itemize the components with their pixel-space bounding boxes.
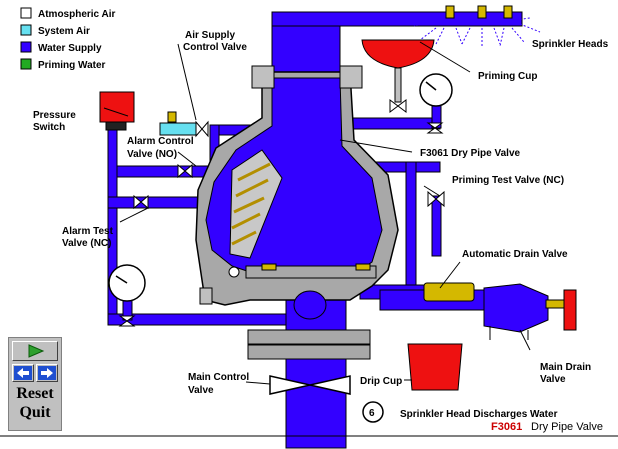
clapper-mechanism [228,149,283,278]
air-check-valve [167,111,177,123]
label-alarm-control-line1: Alarm Control [127,136,194,147]
label-f3061-valve: F3061 Dry Pipe Valve [420,148,521,159]
label-alarm-test-line2: Valve (NC) [62,238,111,249]
auto-drain-valve [423,282,475,302]
play-icon [28,344,45,358]
label-main-control-line1: Main Control [188,372,249,383]
label-priming-test: Priming Test Valve (NC) [452,175,564,186]
reset-button[interactable]: Reset [16,385,54,402]
clapper-stripe-3 [233,196,265,214]
top-main [271,11,523,27]
legend-swatch-water-supply [20,41,32,53]
labels: Air Supply Control Valve Sprinkler Heads… [33,30,609,396]
bottom-flange [247,329,371,345]
sprinkler-head-3 [503,5,513,19]
label-pressure-switch-line2: Switch [33,122,65,133]
label-alarm-control-line2: Valve (NO) [127,149,177,160]
main-drain-valve [483,283,577,340]
pressure-switch-base [105,121,127,131]
drain-cap-left [199,287,213,305]
sprinkler-head-1 [445,5,455,19]
alarm-test-valve [133,194,149,210]
seat-gold-left [261,263,277,271]
label-priming-cup: Priming Cup [478,71,537,82]
step-circle [362,401,384,423]
system-air-segment [159,122,197,136]
label-drip-cup: Drip Cup [360,376,402,387]
main-drain-body [483,283,549,333]
forward-button[interactable] [36,364,58,382]
label-alarm-test-line1: Alarm Test [62,226,114,237]
legend-label-system-air: System Air [38,26,90,37]
sprinkler-spray [413,17,541,47]
clapper-stripe-2 [235,178,269,198]
clapper-seat [245,265,377,279]
main-drain-handwheel [563,289,577,331]
drip-cup [407,343,463,391]
priming-test-drop [431,195,442,257]
priming-line [339,117,441,130]
legend-swatch-atmospheric-air [20,7,32,19]
footer-title: Dry Pipe Valve [531,421,603,433]
legend-label-priming-water: Priming Water [38,60,106,71]
gauge-top-needle [425,81,437,91]
clapper-stripe-4 [231,212,261,230]
top-flange-right [339,65,363,89]
air-supply-valve [195,120,209,138]
label-air-supply-line1: Air Supply [185,30,235,41]
legend-swatch-priming-water [20,58,32,70]
back-button[interactable] [12,364,34,382]
navigation-panel: Reset Quit [8,337,62,431]
label-main-drain-line2: Valve [540,374,566,385]
play-button[interactable] [12,341,58,361]
top-flange-left [251,65,275,89]
label-air-supply-line2: Control Valve [183,42,247,53]
seat-gold-right [355,263,371,271]
alarm-control-valve [177,163,193,179]
quit-button[interactable]: Quit [19,404,51,421]
right-vertical-line [405,161,417,293]
clapper-stripe-5 [231,230,257,246]
sprinkler-heads [413,5,541,47]
main-drain-stem [545,299,565,309]
main-control-valve [269,375,351,395]
priming-cup-stem [394,67,402,103]
label-sprinkler-heads: Sprinkler Heads [532,39,609,50]
gauge-left [108,264,146,302]
legend: Atmospheric Air System Air Water Supply … [20,7,116,71]
step-number: 6 [369,408,375,419]
priming-cup-line-valve [426,122,444,134]
priming-cup-valve [389,99,407,113]
pressure-switch-body [99,91,135,123]
gauge-left-valve [118,315,136,327]
label-pressure-switch-line1: Pressure [33,110,76,121]
legend-label-water-supply: Water Supply [38,43,102,54]
inlet-hole [293,290,327,320]
step-text: Sprinkler Head Discharges Water [400,409,558,420]
legend-swatch-system-air [20,24,32,36]
gauge-left-needle [115,275,128,284]
label-main-drain-line1: Main Drain [540,362,591,373]
footer-code: F3061 [491,421,522,433]
legend-label-atmospheric-air: Atmospheric Air [38,9,116,20]
sprinkler-head-2 [477,5,487,19]
leader-lines [103,41,531,385]
arrow-right-icon [38,366,56,380]
gauge-top [419,73,453,107]
label-auto-drain: Automatic Drain Valve [462,249,568,260]
clapper-stripe-1 [237,162,271,182]
label-main-control-line2: Valve [188,385,214,396]
bottom-flange-2 [247,344,371,360]
valve-body [195,65,399,360]
arrow-left-icon [14,366,32,380]
clapper-pivot [228,266,240,278]
